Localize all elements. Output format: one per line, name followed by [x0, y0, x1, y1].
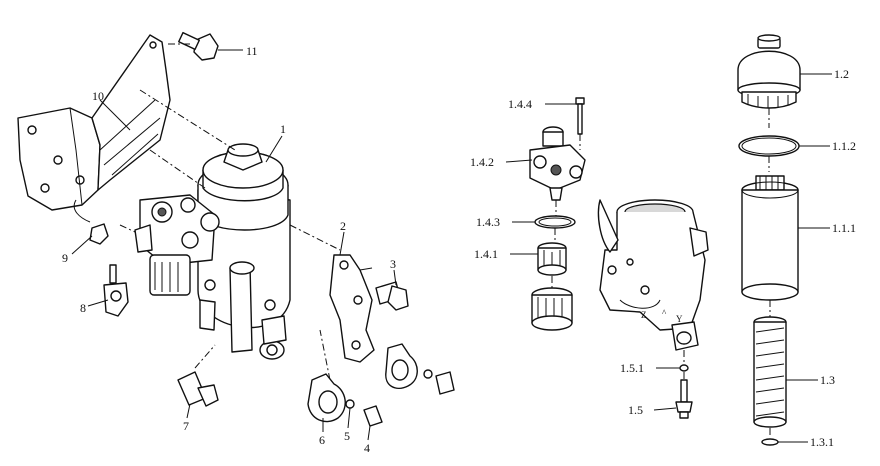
center-tube-1-3: [753, 316, 787, 428]
label-6: 6: [319, 433, 325, 447]
centerline-bracket-body-2: [149, 149, 206, 189]
clamp-6: [307, 373, 346, 423]
label-4: 4: [364, 441, 370, 455]
filter-housing: [597, 199, 709, 351]
housing-mark-caret: ^: [662, 308, 667, 318]
label-1-4-2: 1.4.2: [470, 155, 494, 169]
leader-8: [87, 299, 109, 307]
label-5: 5: [344, 429, 350, 443]
bolt-3: [375, 281, 409, 311]
leader-1-4-2: [505, 159, 533, 163]
housing-mark-y: Y: [676, 314, 683, 324]
bolt-11: [178, 31, 219, 61]
label-1-2: 1.2: [834, 67, 849, 81]
label-1-4-3: 1.4.3: [476, 215, 500, 229]
label-1-5-1: 1.5.1: [620, 361, 644, 375]
screw-1-4-4: [575, 97, 585, 135]
leader-9: [71, 235, 93, 255]
label-2: 2: [340, 219, 346, 233]
mounting-bracket: [17, 34, 171, 211]
bolt-7: [177, 371, 219, 407]
leader-10: [99, 99, 131, 131]
leader-1: [265, 135, 283, 163]
label-1-1-2: 1.1.2: [832, 139, 856, 153]
leader-7: [186, 403, 191, 419]
drain-valve-1-5: [675, 379, 693, 419]
clamp-8: [103, 264, 129, 317]
label-10: 10: [92, 89, 104, 103]
leader-1-5: [653, 407, 677, 411]
label-1-3-1: 1.3.1: [810, 435, 834, 449]
label-9: 9: [62, 251, 68, 265]
centerline-bracket-2: [289, 224, 341, 251]
filter-cap-1-2: [737, 34, 801, 109]
leader-2: [339, 231, 345, 256]
valve-cap: [531, 287, 573, 331]
label-1-5: 1.5: [628, 403, 643, 417]
centerline-bolt-7: [194, 344, 216, 369]
label-1-3: 1.3: [820, 373, 835, 387]
o-ring-1-5-1: [679, 364, 689, 372]
washer-1-3-1: [761, 438, 779, 446]
centerline-clamp-6: [319, 329, 331, 381]
leader-4: [367, 425, 371, 441]
leader-5: [347, 407, 351, 429]
seal-ring-1-1-2: [738, 135, 800, 157]
valve-head-1-4-2: [529, 126, 586, 201]
leader-3: [393, 269, 397, 286]
bracket-2: [329, 254, 375, 363]
label-1: 1: [280, 122, 286, 136]
label-1-1-1: 1.1.1: [832, 221, 856, 235]
label-1-4-1: 1.4.1: [474, 247, 498, 261]
label-7: 7: [183, 419, 189, 433]
housing-mark-z: Z: [641, 310, 647, 320]
filter-element-1-1-1: [741, 175, 799, 301]
label-3: 3: [390, 257, 396, 271]
fuel-filter-body: [134, 143, 291, 360]
centerline-bracket-body: [139, 89, 236, 151]
washer-5: [345, 399, 355, 409]
label-11: 11: [246, 44, 258, 58]
centerline-clip-9: [119, 224, 136, 233]
label-8: 8: [80, 301, 86, 315]
bolt-4: [363, 405, 383, 427]
hose-clamp-right: [385, 343, 455, 395]
label-1-4-4: 1.4.4: [508, 97, 532, 111]
valve-insert-1-4-1: [537, 242, 567, 276]
